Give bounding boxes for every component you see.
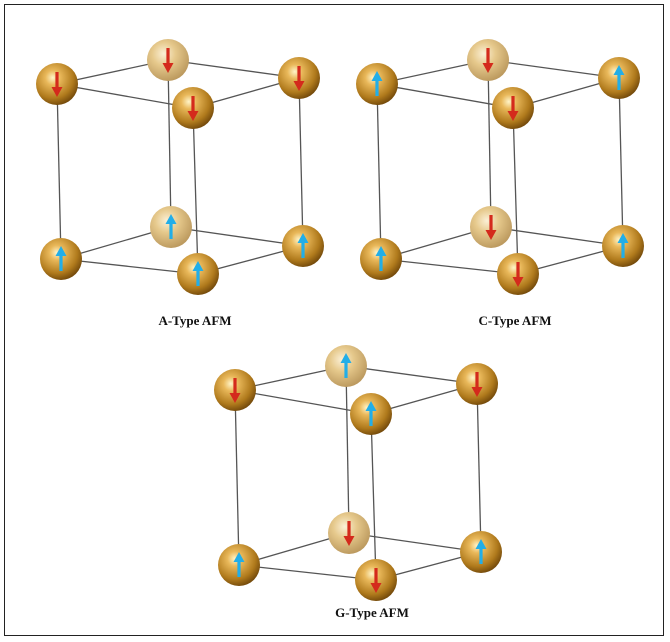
spin-down-arrow-icon [293, 66, 305, 91]
spin-down-arrow-icon [162, 48, 174, 73]
spin-down-arrow-icon [229, 378, 241, 403]
spin-up-arrow-icon [617, 233, 629, 258]
atom-top-front [350, 393, 392, 435]
cube-edge [234, 389, 372, 415]
cube-edge [56, 83, 62, 260]
cube-edge [380, 258, 519, 275]
atom-bottom-left [40, 238, 82, 280]
atom-bottom-right [460, 531, 502, 573]
cube-edge [345, 365, 478, 385]
atom-top-back [147, 39, 189, 81]
atom-bottom-back [470, 206, 512, 248]
panel-caption: G-Type AFM [335, 605, 409, 620]
cube-edge [476, 383, 482, 553]
cube-edge [370, 413, 377, 581]
cube-edge [167, 59, 300, 79]
atom-bottom-back [328, 512, 370, 554]
spin-down-arrow-icon [512, 262, 524, 287]
spin-down-arrow-icon [482, 48, 494, 73]
spin-down-arrow-icon [343, 521, 355, 546]
cube-edge [376, 83, 382, 260]
panel-g-type: G-Type AFM [214, 345, 502, 620]
atom-top-back [325, 345, 367, 387]
atom-bottom-front [355, 559, 397, 601]
spin-down-arrow-icon [187, 96, 199, 121]
cube-edge [298, 77, 304, 247]
cube-edge [345, 365, 350, 534]
atom-top-right [456, 363, 498, 405]
atom-top-front [492, 87, 534, 129]
cube-edge [167, 59, 172, 228]
cube-edge [487, 59, 492, 228]
panel-caption: C-Type AFM [478, 313, 551, 328]
cube-edge [56, 83, 194, 109]
spin-up-arrow-icon [375, 246, 387, 271]
atom-top-right [278, 57, 320, 99]
cube-edge [348, 532, 482, 553]
cube-edge [170, 226, 304, 247]
panel-a-type: A-Type AFM [36, 39, 324, 328]
cube-edge [238, 564, 377, 581]
atom-top-back [467, 39, 509, 81]
spin-up-arrow-icon [165, 214, 177, 239]
cube-edge [192, 107, 199, 275]
cube-edge [512, 107, 519, 275]
atom-bottom-right [602, 225, 644, 267]
spin-down-arrow-icon [370, 568, 382, 593]
spin-up-arrow-icon [340, 353, 352, 378]
cube-edge [60, 258, 199, 275]
spin-up-arrow-icon [192, 261, 204, 286]
spin-down-arrow-icon [51, 72, 63, 97]
cube-edge [376, 83, 514, 109]
spin-up-arrow-icon [613, 65, 625, 90]
atom-bottom-left [218, 544, 260, 586]
atom-bottom-front [177, 253, 219, 295]
cube-edge [487, 59, 620, 79]
atom-top-right [598, 57, 640, 99]
afm-diagram: A-Type AFM C-Type AFM G-Type AFM [36, 39, 644, 620]
spin-up-arrow-icon [371, 71, 383, 96]
cube-edge [234, 389, 240, 566]
panel-caption: A-Type AFM [158, 313, 231, 328]
cube-edge [618, 77, 624, 247]
figure-frame: A-Type AFM C-Type AFM G-Type AFM [4, 4, 664, 636]
atom-top-left [356, 63, 398, 105]
atom-bottom-right [282, 225, 324, 267]
atom-top-left [36, 63, 78, 105]
atom-top-left [214, 369, 256, 411]
atom-bottom-back [150, 206, 192, 248]
panel-c-type: C-Type AFM [356, 39, 644, 328]
spin-down-arrow-icon [485, 215, 497, 240]
spin-up-arrow-icon [475, 539, 487, 564]
spin-down-arrow-icon [507, 96, 519, 121]
atom-bottom-front [497, 253, 539, 295]
spin-down-arrow-icon [471, 372, 483, 397]
spin-up-arrow-icon [233, 552, 245, 577]
spin-up-arrow-icon [55, 246, 67, 271]
atom-top-front [172, 87, 214, 129]
spin-up-arrow-icon [365, 401, 377, 426]
spin-up-arrow-icon [297, 233, 309, 258]
atom-bottom-left [360, 238, 402, 280]
cube-edge [490, 226, 624, 247]
